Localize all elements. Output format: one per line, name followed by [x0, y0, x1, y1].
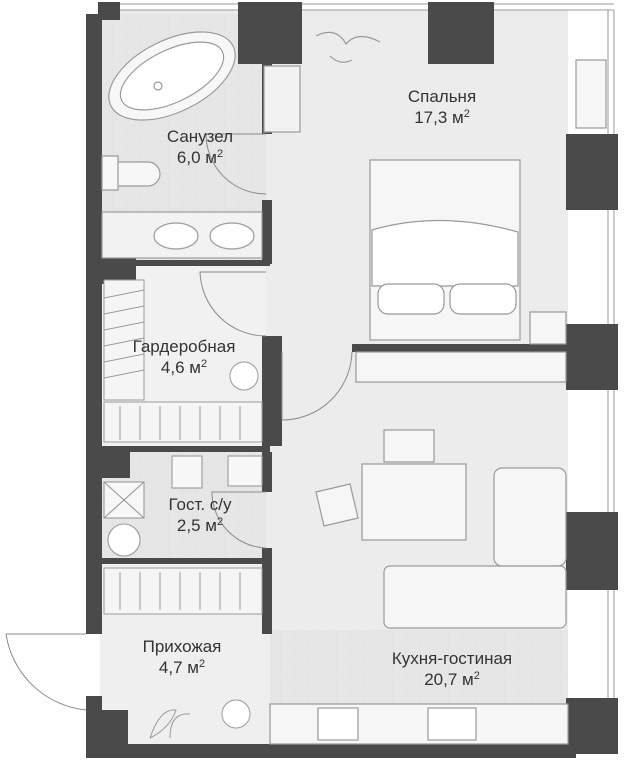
bathroom-door [205, 133, 267, 195]
label-guest-wc: Гост. с/у 2,5 м2 [140, 494, 260, 536]
room-name-hall: Прихожая [142, 637, 222, 656]
chair-left [315, 483, 359, 527]
room-area-guest-wc: 2,5 м2 [176, 516, 224, 535]
label-wardrobe: Гардеробная 4,6 м2 [114, 336, 254, 378]
meter-icon [107, 523, 141, 557]
guest-wc-fixtures [103, 455, 263, 557]
room-name-kitchen: Кухня-гостиная [391, 649, 513, 668]
bedroom-cabinet [355, 351, 567, 383]
label-hall: Прихожая 4,7 м2 [122, 636, 242, 678]
entrance-door [5, 633, 87, 711]
label-bedroom: Спальня 17,3 м2 [372, 86, 512, 128]
room-area-wardrobe: 4,6 м2 [160, 358, 208, 377]
wardrobe-door [199, 271, 267, 337]
wall-unit [575, 59, 607, 129]
room-name-bedroom: Спальня [407, 87, 477, 106]
wardrobe-shelves [103, 279, 263, 443]
doors [5, 133, 353, 711]
pillow-left [377, 283, 445, 315]
guest-sink [227, 455, 263, 487]
bedroom-furniture [315, 31, 607, 383]
room-name-guest-wc: Гост. с/у [168, 495, 232, 514]
guest-toilet [171, 455, 203, 489]
walls [86, 2, 618, 758]
label-bathroom: Санузел 6,0 м2 [140, 126, 260, 168]
hall-lamp-icon [221, 699, 251, 729]
bathroom-fixtures [101, 31, 301, 259]
label-kitchen: Кухня-гостиная 20,7 м2 [372, 648, 532, 690]
room-area-kitchen: 20,7 м2 [424, 670, 480, 689]
bedroom-door [281, 351, 353, 421]
windows [120, 3, 615, 698]
kitchen-counter [269, 703, 569, 745]
room-name-wardrobe: Гардеробная [132, 337, 236, 356]
room-area-bathroom: 6,0 м2 [176, 148, 224, 167]
room-area-hall: 4,7 м2 [158, 658, 206, 677]
armchair [493, 467, 567, 567]
towel-rack [263, 65, 301, 133]
room-name-bathroom: Санузел [166, 127, 234, 146]
kitchen-sink [317, 707, 359, 741]
dining-table [361, 463, 467, 541]
hall-fixtures [103, 567, 263, 739]
stove [427, 707, 477, 741]
wardrobe-lamp-icon [229, 361, 259, 391]
room-area-bedroom: 17,3 м2 [414, 108, 470, 127]
nightstand [529, 311, 567, 345]
kitchen-furniture [269, 429, 569, 745]
sink-1 [153, 222, 199, 250]
guest-wc-door [211, 491, 267, 549]
toilet [101, 155, 161, 191]
sink-2 [209, 222, 255, 250]
sofa [383, 565, 567, 629]
plant-icon [149, 709, 191, 739]
chair-top [383, 429, 435, 463]
ceiling-plant-icon [315, 31, 381, 63]
pillow-right [449, 283, 517, 315]
